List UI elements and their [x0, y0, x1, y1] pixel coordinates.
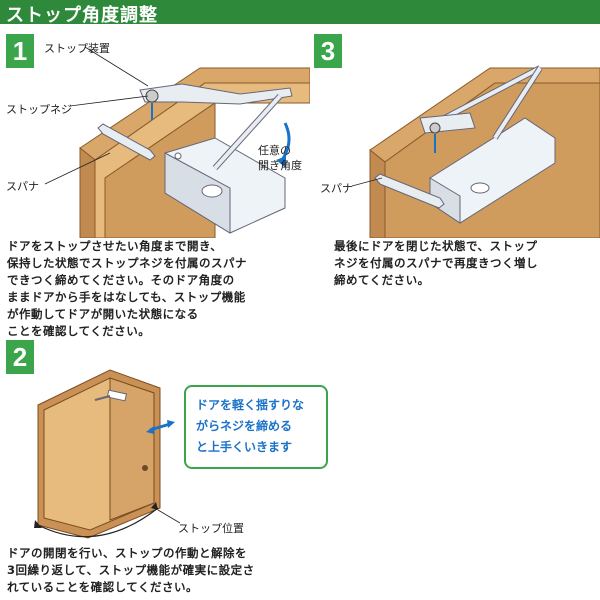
section-title: ストップ角度調整 — [6, 1, 158, 27]
step-1-illustration — [0, 28, 310, 238]
step-2-caption: ドアの開閉を行い、ストップの作動と解除を 3回繰り返して、ストップ機能が確実に設… — [7, 545, 255, 596]
label-spanner-1: スパナ — [6, 178, 39, 194]
step-3-caption: 最後にドアを閉じた状態で、ストップ ネジを付属のスパナで再度きつく増し 締めてく… — [334, 238, 538, 289]
label-stop-device: ストップ装置 — [44, 40, 110, 56]
label-stop-screw: ストップネジ — [6, 101, 72, 117]
label-open-angle: 任意の 開き角度 — [258, 143, 302, 173]
tip-callout: ドアを軽く揺すりな がらネジを締める と上手くいきます — [184, 385, 328, 469]
step-1-caption: ドアをストップさせたい角度まで開き、 保持した状態でストップネジを付属のスパナ … — [7, 238, 247, 340]
label-stop-position: ストップ位置 — [178, 520, 244, 536]
step-2-illustration — [20, 360, 190, 540]
tip-text: ドアを軽く揺すりな がらネジを締める と上手くいきます — [196, 395, 304, 458]
step-3-illustration — [310, 28, 600, 238]
label-spanner-3: スパナ — [320, 180, 353, 196]
section-header: ストップ角度調整 — [0, 0, 600, 24]
